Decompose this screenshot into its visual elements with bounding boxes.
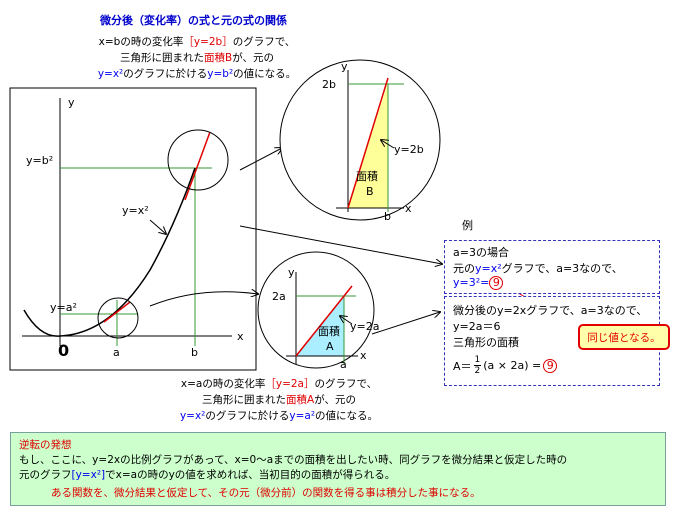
zoom-b-line xyxy=(347,77,389,209)
a-desc-text: x=aの時の変化率 xyxy=(180,378,266,390)
example2-result: 9 xyxy=(543,358,558,373)
tangent-a xyxy=(103,301,131,323)
main-origin: 0 xyxy=(58,341,69,360)
circle-b-small xyxy=(167,129,229,191)
fraction-half: 1 2 xyxy=(473,355,482,376)
zoom-b-area2: B xyxy=(366,185,374,198)
a-desc-eq: y=a² xyxy=(289,410,316,422)
connector-b xyxy=(239,148,282,171)
reverse-idea-text: 元のグラフ xyxy=(19,469,72,481)
top-desc-text: のグラフに於ける xyxy=(123,68,208,80)
a-description: x=aの時の変化率［y=2a］のグラフで、 三角形に囲まれた面積Aが、元の y=… xyxy=(170,376,388,424)
zoom-b-y: y xyxy=(341,60,348,73)
a-desc-area: 面積A xyxy=(286,394,315,406)
a-desc-text: のグラフで、 xyxy=(314,378,378,390)
reverse-idea-panel: 逆転の発想 もし、ここに、y=2xの比例グラフがあって、x=0〜aまでの面積を出… xyxy=(10,432,666,506)
zoom-a-tick: 2a xyxy=(272,290,286,303)
label-curve: y=x² xyxy=(122,204,149,217)
zoom-a-x: x xyxy=(360,349,367,362)
zoom-a-y: y xyxy=(288,266,295,279)
zoom-b-x: x xyxy=(405,202,412,215)
top-desc-eq: y=x² xyxy=(97,68,124,80)
reverse-idea-eq: [y=x²] xyxy=(71,469,106,481)
zoom-a-line-label: y=2a xyxy=(350,320,379,333)
example1-line3: y=3²=9 xyxy=(453,276,504,290)
top-desc-text: x=bの時の変化率 xyxy=(98,36,184,48)
example1-line1: a=3の場合 xyxy=(453,246,509,259)
fraction-numerator: 1 xyxy=(473,355,482,366)
label-ya2: y=a² xyxy=(50,301,77,314)
reverse-idea-conclusion: ある関数を、微分結果と仮定して、その元（微分前）の関数を得る事は積分した事になる… xyxy=(51,487,481,499)
example1-text: グラフで、a=3なので、 xyxy=(501,262,623,275)
zoom-a-area1: 面積 xyxy=(318,324,340,338)
example2-line3: 三角形の面積 xyxy=(453,336,519,349)
main-x-label: x xyxy=(237,330,244,343)
example-box-1: a=3の場合 元のy=x²グラフで、a=3なので、 y=3²=9 xyxy=(444,240,660,294)
example-label: 例 xyxy=(462,219,473,232)
zoom-b-pointer xyxy=(381,140,395,149)
reverse-idea-heading: 逆転の発想 xyxy=(19,439,72,451)
zoom-b-line-label: y=2b xyxy=(394,143,424,156)
zoom-b-b: b xyxy=(384,210,391,223)
top-description: x=bの時の変化率［y=2b］のグラフで、 三角形に囲まれた面積Bが、元の y=… xyxy=(92,34,302,82)
top-desc-text: の値になる。 xyxy=(233,68,297,80)
zoom-a-pointer xyxy=(340,316,353,325)
a-desc-text: が、元の xyxy=(314,394,356,406)
zoom-a-line xyxy=(295,285,353,357)
connector-example-1 xyxy=(239,225,442,264)
main-graph-frame xyxy=(9,87,257,371)
top-desc-eq: ［y=2b］ xyxy=(183,36,233,48)
reverse-idea-line2: 元のグラフ[y=x²]でx=aの時のyの値を求めれば、当初目的の面積が得られる。 xyxy=(19,467,395,482)
same-value-callout: 同じ値となる。 xyxy=(578,324,670,350)
example1-eq: y=3²= xyxy=(453,276,490,289)
a-desc-eq: ［y=2a］ xyxy=(265,378,315,390)
a-desc-text: のグラフに於ける xyxy=(205,410,290,422)
zoom-b-area1: 面積 xyxy=(356,169,378,183)
page-title: 微分後（変化率）の式と元の式の関係 xyxy=(100,14,287,27)
reverse-idea-line1: もし、ここに、y=2xの比例グラフがあって、x=0〜aまでの面積を出したい時、同… xyxy=(19,454,568,466)
top-desc-text: が、元の xyxy=(232,52,274,64)
main-y-label: y xyxy=(68,96,75,109)
example1-line2: 元のy=x²グラフで、a=3なので、 xyxy=(453,260,623,276)
example2-line4: A＝ 1 2 (a × 2a) = 9 xyxy=(453,355,558,376)
zoom-a-area2: A xyxy=(326,340,334,353)
example2-line1: 微分後のy=2xグラフで、a=3なので、 xyxy=(453,304,648,317)
top-desc-text: のグラフで、 xyxy=(232,36,296,48)
example1-result: 9 xyxy=(489,276,504,290)
fraction-denominator: 2 xyxy=(474,366,481,376)
diagram: y x 0 y=b² y=a² a b y=x² y x 2b y=2b 面積 … xyxy=(9,59,581,371)
a-desc-eq: y=x² xyxy=(179,410,206,422)
example2-text: A＝ xyxy=(453,359,472,373)
zoom-circle-b xyxy=(279,59,441,221)
top-desc-eq: y=b² xyxy=(207,68,234,80)
label-b: b xyxy=(191,346,198,359)
reverse-idea-text: でx=aの時のyの値を求めれば、当初目的の面積が得られる。 xyxy=(105,469,396,481)
curve-pointer xyxy=(149,219,166,234)
example2-text: (a × 2a) = xyxy=(483,359,542,372)
top-desc-area: 面積B xyxy=(203,52,233,64)
zoom-a-a: a xyxy=(340,358,347,371)
label-a: a xyxy=(113,346,120,359)
example1-eq: y=x² xyxy=(475,262,502,275)
a-desc-text: 三角形に囲まれた xyxy=(202,394,286,406)
zoom-b-tick: 2b xyxy=(322,78,336,91)
connector-example-2 xyxy=(371,312,440,335)
example1-text: 元の xyxy=(453,262,475,275)
connector-a xyxy=(149,292,258,307)
a-desc-text: の値になる。 xyxy=(315,410,379,422)
top-desc-text: 三角形に囲まれた xyxy=(119,52,204,64)
zoom-circle-a xyxy=(257,251,375,369)
parabola-curve xyxy=(23,167,196,337)
circle-a-small xyxy=(97,297,139,339)
label-yb2: y=b² xyxy=(26,154,53,167)
example2-line2: y=2a＝6 xyxy=(453,320,501,333)
